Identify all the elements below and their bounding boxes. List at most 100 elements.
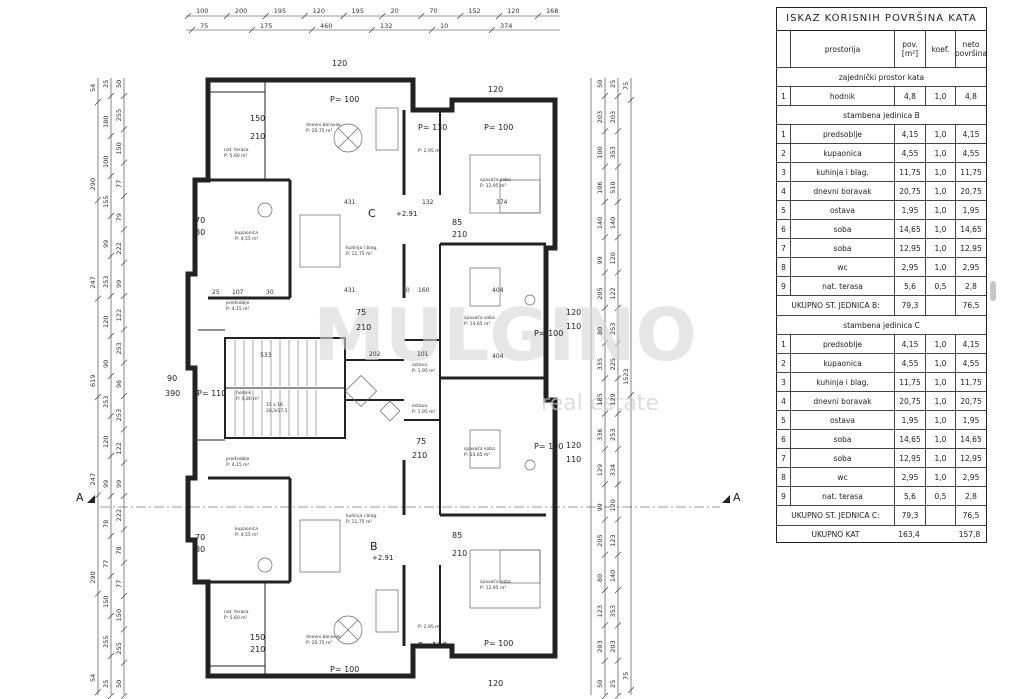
cell-n: 5 [777,201,791,219]
cell-name: dnevni boravak [791,392,895,410]
dimension-value: 253 [102,276,110,288]
dimension-tick [601,586,609,594]
dimension-tick [627,96,635,104]
dimension-tick [107,492,115,500]
dimension-tick [614,233,622,241]
cell-net: 20,75 [960,396,982,406]
dimension-tick [107,372,115,380]
cell-n: 5 [777,411,791,429]
dimension-tick [120,292,128,300]
svg-text:202: 202 [369,351,381,358]
svg-text:101: 101 [417,351,429,358]
cell-n: 9 [777,277,791,295]
watermark-logo: MULGINO [313,293,696,377]
dimension-tick [120,392,128,400]
cell-name: wc [791,468,895,486]
dimension-tick [614,163,622,170]
level-mark-b: +2.91 [372,554,393,562]
dimension-tick [120,492,128,500]
svg-text:spavaća soba: spavaća soba [480,578,511,585]
dimension-value: 120 [609,499,617,511]
header-net: neto površina [956,40,986,58]
dimension-value: 203 [609,111,617,123]
svg-text:75: 75 [416,437,426,446]
scrollbar-thumb[interactable] [990,281,996,301]
watermark-subtitle: real estate [541,391,659,416]
dimension-tick [301,12,308,20]
cell-coef: 1,0 [926,258,956,276]
cell-net: 11,75 [960,377,982,387]
svg-text:210: 210 [452,549,467,558]
dimension-tick [107,252,115,260]
svg-text:P= 130: P= 130 [418,123,447,132]
dimension-tick [120,92,128,100]
dimension-value: 77 [115,180,123,188]
svg-text:150: 150 [250,114,265,123]
cell-n: 1 [777,335,791,353]
dimension-value: 353 [609,605,617,617]
dimension-value: 1523 [622,368,630,385]
dimension-tick [495,12,503,20]
svg-text:ostava: ostava [412,403,427,409]
dimension-tick [601,92,609,100]
cell-n: 2 [777,144,791,162]
dimension-tick [340,12,347,20]
dimension-value: 122 [609,287,617,299]
dimension-tick [107,652,115,660]
dimension-tick [614,657,622,664]
svg-text:10: 10 [402,287,410,294]
dimension-tick [248,26,256,34]
svg-text:150: 150 [250,633,265,642]
cell-coef: 1,0 [926,239,956,257]
svg-text:nat. terasa: nat. terasa [224,609,249,615]
cell-area: 11,75 [895,373,926,391]
dimension-tick [601,375,609,382]
cell-coef: 1,0 [926,163,956,181]
svg-text:predsoblje: predsoblje [226,300,250,306]
dimension-tick [120,259,128,266]
dimension-tick [368,26,376,34]
dimension-tick [120,426,128,433]
svg-text:70: 70 [195,216,205,225]
dimension-value: 120 [102,436,110,448]
dimension-tick [308,26,316,34]
inner-dimensions: 431 132 374 533 404 404 202 101 107 431 … [212,199,508,360]
svg-text:210: 210 [452,230,467,239]
svg-text:spavaća soba: spavaća soba [464,445,495,452]
cell-coef: 0,5 [926,277,956,295]
dimension-value: 50 [596,680,604,688]
dimension-value: 90 [102,360,110,368]
cell-name: predsoblje [791,335,895,353]
svg-text:120: 120 [332,59,347,68]
svg-text:P= 110: P= 110 [197,389,226,398]
cell-n: 7 [777,449,791,467]
cell-area: 12,95 [895,449,926,467]
dimension-value: 99 [102,480,110,488]
dimension-value: 122 [115,309,123,321]
cell-name: kupaonica [791,354,895,372]
svg-text:P: 20,75 m²: P: 20,75 m² [306,640,332,646]
dimension-tick [94,393,102,401]
cell-n: 3 [777,373,791,391]
cell-net: 1,95 [962,205,980,215]
svg-text:P: 12,95 m²: P: 12,95 m² [480,585,506,591]
dimension-value: 150 [115,609,123,621]
dimension-value: 150 [102,596,110,608]
dimension-tick [614,622,622,629]
svg-text:390: 390 [165,389,180,398]
svg-text:P: 11,75 m²: P: 11,75 m² [346,251,372,257]
dimension-tick [601,339,609,347]
dimension-value: 255 [115,642,123,654]
dimension-tick [120,659,128,666]
svg-text:110: 110 [566,322,581,331]
svg-text:P= 100: P= 100 [484,639,513,648]
unit-label-b: B [370,540,378,553]
dimension-value: 460 [320,22,332,30]
cell-coef: 1,0 [926,144,956,162]
svg-text:120: 120 [488,679,503,688]
cell-coef: 1,0 [926,430,956,448]
